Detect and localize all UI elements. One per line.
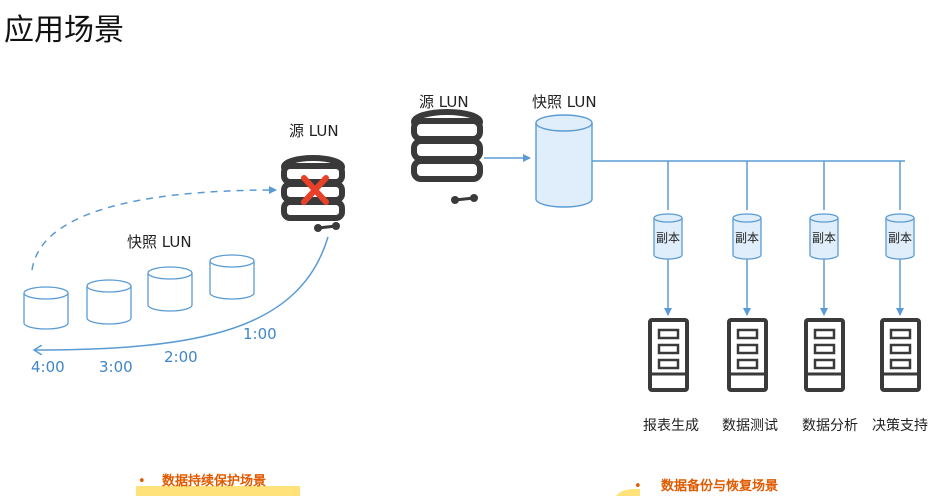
snapshot-lun-cylinder xyxy=(535,114,593,208)
footer-left-caption: 数据持续保护场景 xyxy=(162,473,266,489)
snapshot-cylinder xyxy=(86,279,132,325)
highlight-bar xyxy=(136,486,300,496)
snapshot-cylinder xyxy=(23,286,69,330)
page-title: 应用场景 xyxy=(4,13,124,48)
restore-dashed-arrow xyxy=(31,186,277,271)
copy-label: 副本 xyxy=(735,231,759,245)
right-source-server-icon xyxy=(411,109,483,204)
app-label-decision: 决策支持 xyxy=(872,417,928,434)
time-label: 1:00 xyxy=(243,325,277,343)
copy-label: 副本 xyxy=(656,231,680,245)
left-snapshot-lun-label: 快照 LUN xyxy=(127,233,192,251)
right-snapshot-lun-label: 快照 LUN xyxy=(532,93,597,111)
time-label: 3:00 xyxy=(99,358,133,376)
bullet: • xyxy=(138,474,146,489)
footer-right-caption: 数据备份与恢复场景 xyxy=(661,478,778,494)
snapshot-cylinder xyxy=(147,266,193,312)
left-scene: 源 LUN 快照 LUN xyxy=(23,122,345,376)
left-source-lun-label: 源 LUN xyxy=(289,122,339,140)
time-label: 2:00 xyxy=(164,348,198,366)
app-label-test: 数据测试 xyxy=(722,418,778,434)
copy-label: 副本 xyxy=(812,231,836,245)
app-server-icon xyxy=(804,318,845,392)
copy-column xyxy=(727,161,768,392)
footer: • 数据持续保护场景 • 数据备份与恢复场景 xyxy=(136,473,778,496)
copy-column xyxy=(648,161,689,392)
bullet: • xyxy=(634,479,642,494)
snapshot-cylinder xyxy=(209,254,255,300)
app-server-icon xyxy=(727,318,768,392)
app-label-analysis: 数据分析 xyxy=(802,418,858,434)
app-server-icon xyxy=(880,318,921,392)
time-label: 4:00 xyxy=(31,358,65,376)
copy-label: 副本 xyxy=(888,231,912,245)
highlight-bar xyxy=(616,488,640,496)
error-cross-icon xyxy=(301,175,329,205)
right-scene: 源 LUN 快照 LUN xyxy=(411,93,928,434)
app-server-icon xyxy=(648,318,689,392)
copy-column xyxy=(880,161,921,392)
copy-column xyxy=(804,161,845,392)
right-source-lun-label: 源 LUN xyxy=(419,93,469,111)
app-label-report: 报表生成 xyxy=(643,418,699,434)
snapshot-timeline-arrow xyxy=(34,236,329,350)
